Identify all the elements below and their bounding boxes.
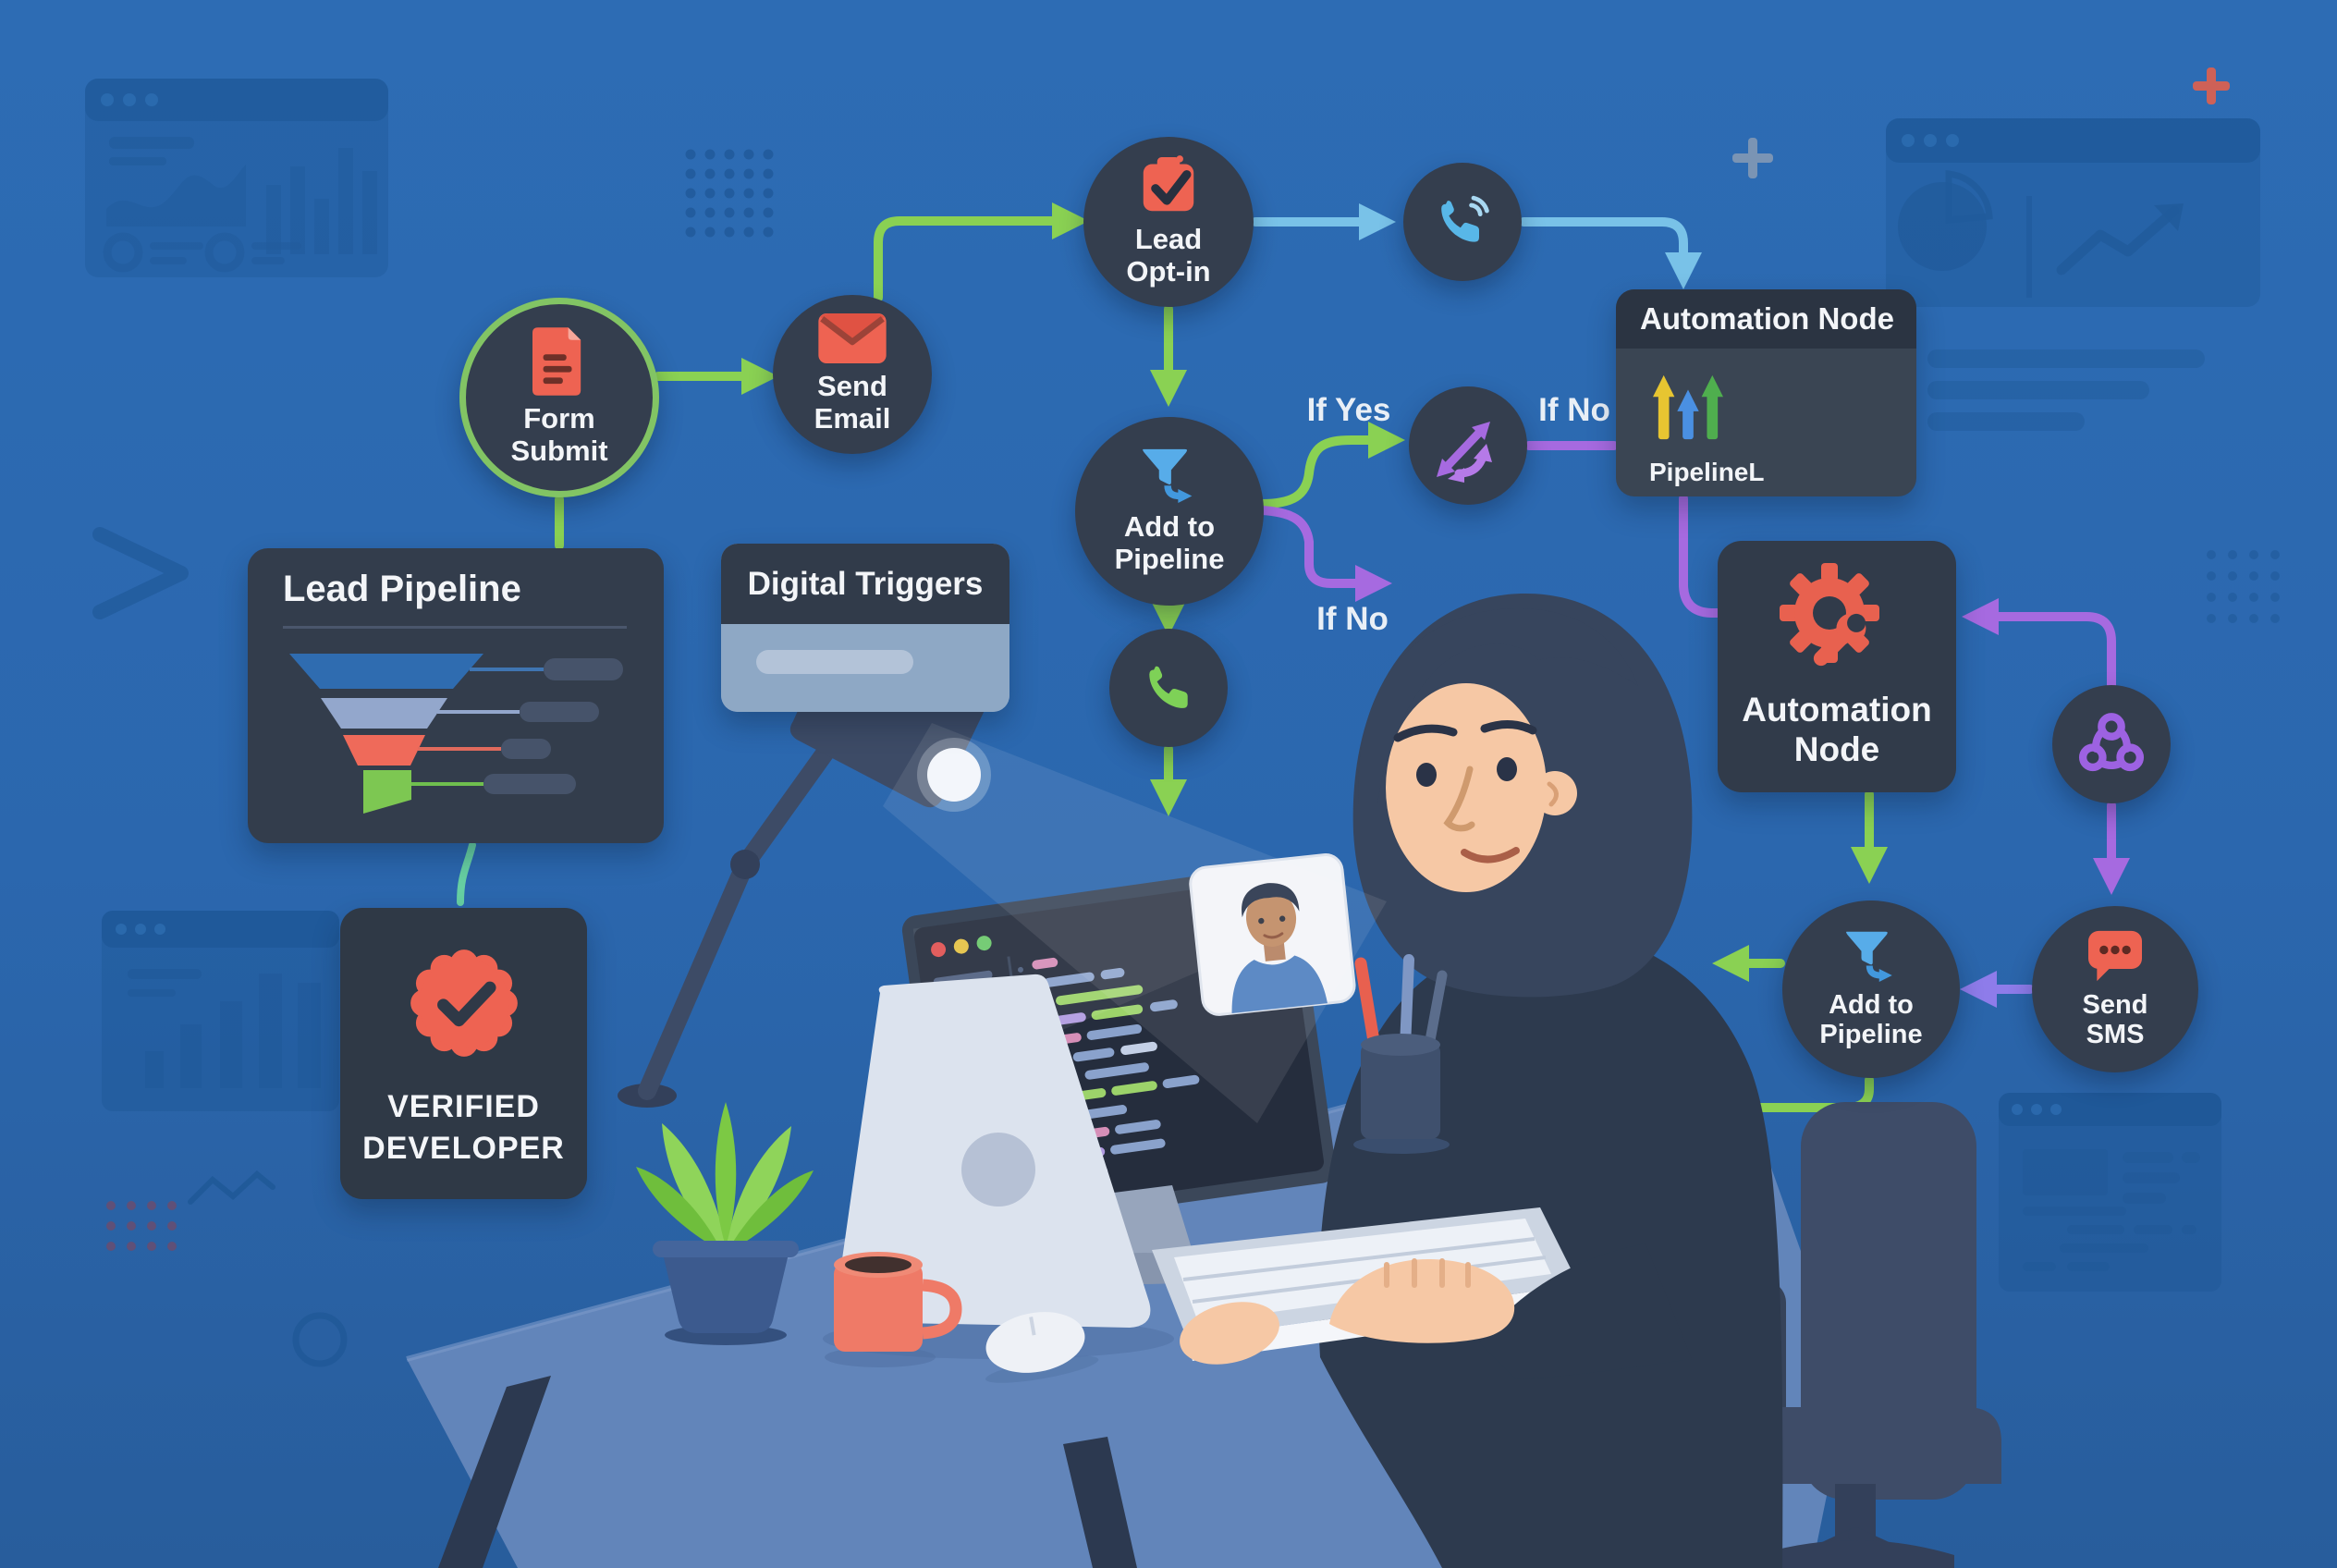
node-label: Add to Pipeline: [1114, 510, 1225, 575]
node-phone: [1109, 629, 1228, 747]
mouse: [985, 1312, 1099, 1383]
panel-lead-pipeline: Lead Pipeline: [248, 548, 664, 843]
branch-label-if-yes: If Yes: [1306, 392, 1391, 428]
browser-mockup-bottom-left: [102, 911, 339, 1111]
envelope-icon: [818, 313, 887, 364]
node-label: Lead Opt-in: [1126, 223, 1211, 288]
node-label: Send Email: [814, 370, 891, 435]
node-send-sms: Send SMS: [2032, 906, 2198, 1072]
branch-label-if-no-right: If No: [1538, 392, 1610, 428]
clipboard-check-icon: [1140, 155, 1197, 216]
verified-seal-icon: [399, 938, 529, 1068]
panel-title: Lead Pipeline: [283, 569, 521, 609]
lamp-beam: [883, 723, 1387, 1123]
browser-mockup-top-right: [1886, 118, 2260, 431]
card-header: Automation Node: [1616, 289, 1916, 349]
node-lead-opt-in: Lead Opt-in: [1083, 137, 1254, 307]
webhook-icon: [2076, 709, 2147, 779]
woman-hands: [1180, 1243, 1692, 1379]
shuffle-arrows-icon: [1431, 409, 1505, 483]
dot-grid-bottom-left: [106, 1201, 177, 1251]
video-call-avatar: [1231, 883, 1328, 1013]
node-form-submit: Form Submit: [459, 298, 659, 497]
node-label: Add to Pipeline: [1819, 989, 1923, 1049]
node-label: Send SMS: [2082, 989, 2148, 1049]
gear-wrench-icon: [1780, 563, 1894, 678]
plus-decor-gray: [1732, 138, 1773, 178]
document-icon: [532, 327, 586, 397]
plus-decor-red: [2193, 67, 2230, 104]
verified-line2: DEVELOPER: [362, 1130, 565, 1166]
funnel-arrow-icon: [1142, 447, 1197, 504]
zigzag-decor: [188, 1170, 275, 1205]
card-title: Automation Node: [1640, 301, 1894, 336]
placeholder-pill: [756, 650, 913, 674]
node-add-to-pipeline-2: Add to Pipeline: [1782, 900, 1960, 1078]
node-add-to-pipeline: Add to Pipeline: [1075, 417, 1264, 606]
verified-line1: VERIFIED: [387, 1089, 540, 1125]
node-phone-call: [1403, 163, 1522, 281]
panel-title: Automation Node: [1742, 691, 1932, 768]
node-webhook: [2052, 685, 2171, 803]
app-label: PipelineL: [1649, 458, 1765, 486]
funnel-arrow-icon: [1845, 929, 1897, 983]
funnel-chart: [289, 654, 623, 814]
sms-bubble-icon: [2086, 929, 2144, 983]
dot-grid-top: [685, 149, 774, 238]
panel-title: Digital Triggers: [747, 565, 984, 602]
node-send-email: Send Email: [773, 295, 932, 454]
triple-up-arrows-icon: [1653, 369, 1723, 447]
woman-hair-fringe: [1358, 607, 1638, 804]
dot-grid-right: [2207, 550, 2280, 623]
video-call-inset: [1189, 853, 1356, 1016]
panel-header: Digital Triggers: [721, 544, 1009, 624]
pen-cup: [1353, 954, 1450, 1154]
browser-mockup-bottom-right: [1999, 1093, 2221, 1292]
panel-digital-triggers: Digital Triggers: [721, 544, 1009, 712]
node-label: Form Submit: [510, 402, 608, 467]
phone-call-icon: [1435, 195, 1490, 249]
panel-automation-node-gear: Automation Node: [1718, 541, 1956, 792]
panel-body: [721, 650, 1009, 712]
panel-verified-developer: VERIFIED DEVELOPER: [340, 908, 587, 1199]
branch-label-if-no-down: If No: [1316, 601, 1389, 637]
panel-automation-node-card: Automation Node PipelineL: [1616, 289, 1916, 496]
node-decision: [1409, 386, 1527, 505]
phone-icon: [1142, 662, 1195, 714]
plant: [636, 1102, 814, 1345]
ring-decor: [292, 1312, 348, 1367]
divider: [283, 626, 627, 629]
chevron-decor: [92, 527, 189, 619]
coffee-mug: [825, 1252, 962, 1367]
browser-mockup-top-left: [85, 79, 388, 277]
